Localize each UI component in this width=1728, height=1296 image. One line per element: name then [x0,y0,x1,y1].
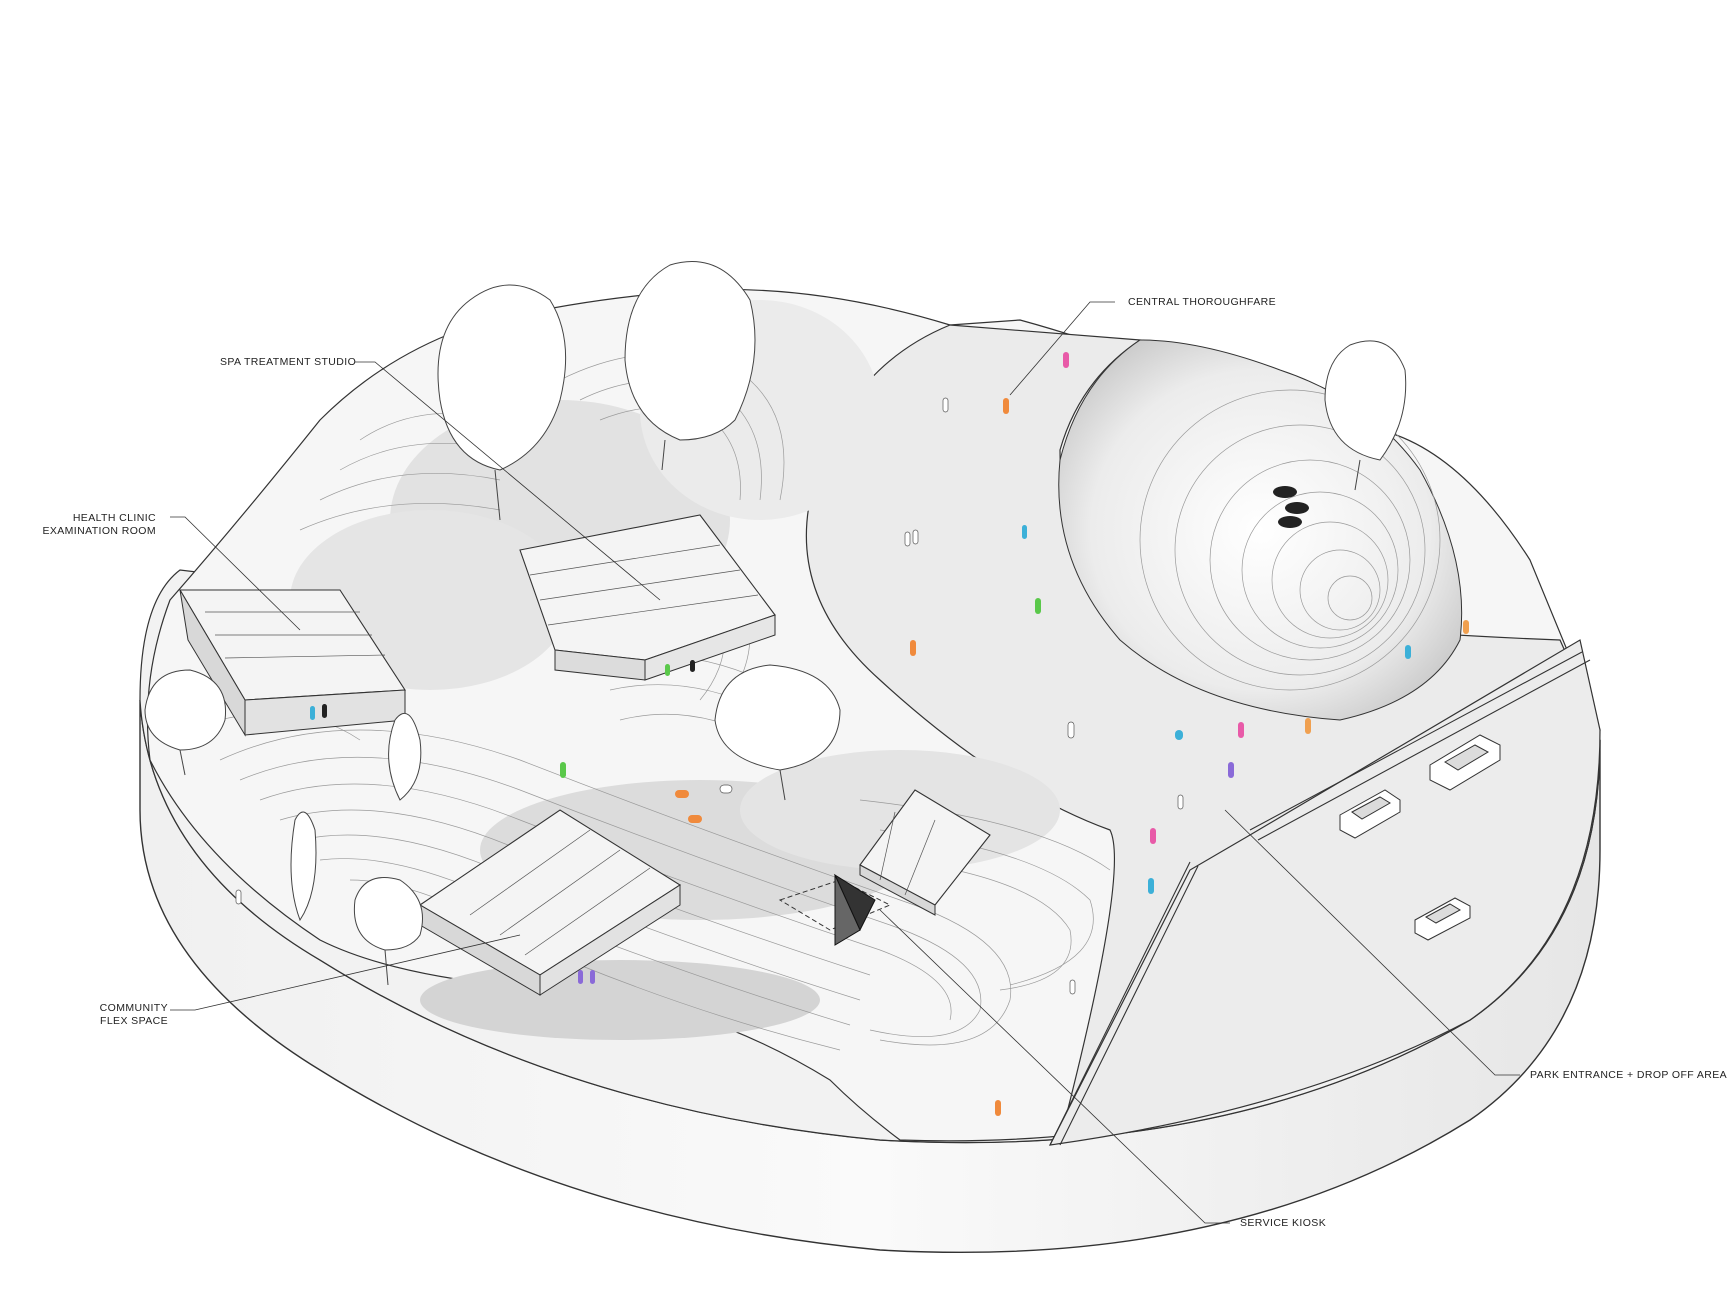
label-service-kiosk: SERVICE KIOSK [1240,1217,1327,1229]
person [590,970,595,984]
label-central-thoroughfare: CENTRAL THOROUGHFARE [1128,296,1277,308]
leader-clinic [170,516,301,631]
people [235,352,1469,1116]
person [1022,525,1027,539]
person [1069,979,1076,995]
car-3 [1414,897,1471,941]
leader-community [170,934,521,1011]
person [560,762,566,778]
person [578,970,583,984]
service-kiosk [778,873,892,946]
person [235,889,242,905]
tree-right-hill [1324,340,1407,461]
person [688,815,702,823]
label-community-line1: COMMUNITY [99,1002,168,1014]
leader-park [1224,809,1520,1076]
person [1228,762,1234,778]
person [995,1100,1001,1116]
leader-spa [355,361,661,601]
animals [1273,486,1309,528]
person [690,660,695,672]
person [904,531,911,547]
road-curb [1049,651,1591,1146]
cars [1339,734,1501,941]
person [1148,878,1154,894]
community-flex-space-building [418,809,682,996]
label-health-clinic-line1: HEALTH CLINIC [72,512,156,524]
tree-left-edge [144,669,227,751]
car-1 [1429,734,1501,791]
person [912,529,919,545]
animal-1 [1273,486,1297,498]
label-health-clinic-line2: EXAMINATION ROOM [42,525,156,537]
spa-treatment-studio-building [519,514,776,681]
leader-central [1009,301,1115,396]
person [1067,721,1075,739]
small-pavilion-building [859,789,991,916]
person [1003,398,1009,414]
person [1238,722,1244,738]
tree-cypress-2 [290,811,317,922]
person [322,704,327,718]
leader-kiosk [879,909,1230,1224]
person [675,790,689,798]
label-community-line2: FLEX SPACE [100,1015,168,1027]
person [310,706,315,720]
right-hill-contours [1139,389,1441,691]
person [665,664,670,676]
label-health-clinic: HEALTH CLINIC EXAMINATION ROOM [30,512,156,538]
label-park-entrance: PARK ENTRANCE + DROP OFF AREA [1530,1069,1728,1081]
label-spa-treatment-studio: SPA TREATMENT STUDIO [220,356,357,368]
tree-lower-left [353,877,423,951]
trees [144,261,1407,986]
animal-3 [1278,516,1302,528]
person [910,640,916,656]
person [1035,598,1041,614]
person [1150,828,1156,844]
person [1463,620,1469,634]
tree-tall-left [437,284,567,471]
person [942,397,949,413]
tree-cypress-1 [388,712,422,801]
car-2 [1339,789,1401,839]
leader-lines [170,301,1520,1224]
person [1175,730,1183,740]
label-community-flex-space: COMMUNITY FLEX SPACE [60,1002,168,1028]
tree-center-valley [714,664,841,771]
person [1305,718,1311,734]
tree-tall-center [624,261,756,441]
person [719,784,733,794]
person [1063,352,1069,368]
person [1405,645,1411,659]
animal-2 [1285,502,1309,514]
person [1177,794,1184,810]
